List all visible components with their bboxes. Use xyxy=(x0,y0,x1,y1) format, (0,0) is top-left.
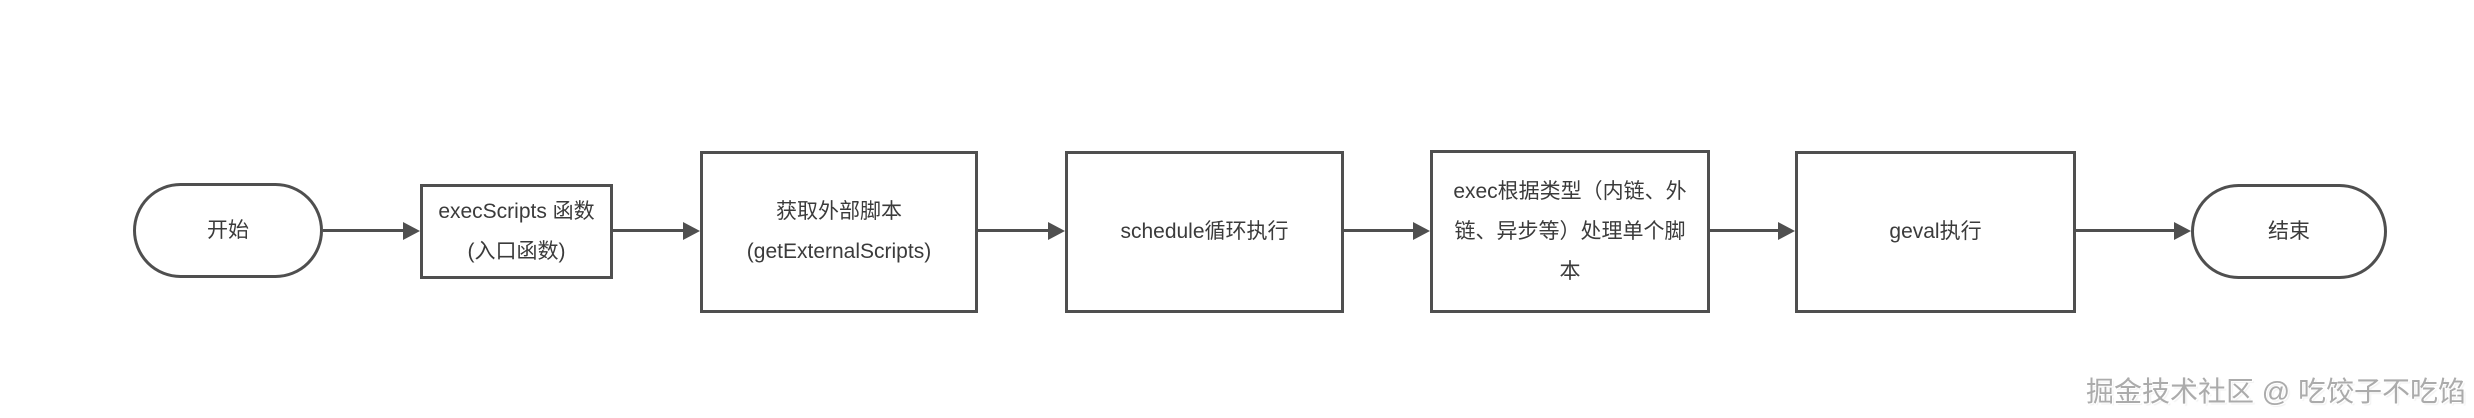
node-exec-label: exec根据类型（内链、外链、异步等）处理单个脚本 xyxy=(1453,179,1687,283)
node-start-label: 开始 xyxy=(207,218,249,242)
arrow-line xyxy=(1710,229,1780,232)
arrow-line xyxy=(2076,229,2176,232)
node-exec: exec根据类型（内链、外链、异步等）处理单个脚本 xyxy=(1430,150,1710,313)
node-start: 开始 xyxy=(133,183,323,278)
node-execscripts: execScripts 函数 (入口函数) xyxy=(420,184,613,279)
arrow-schedule-to-exec xyxy=(1344,222,1430,240)
arrow-head-icon xyxy=(1413,222,1430,240)
node-end: 结束 xyxy=(2191,184,2387,279)
node-geval: geval执行 xyxy=(1795,151,2076,313)
node-getexternalscripts: 获取外部脚本 (getExternalScripts) xyxy=(700,151,978,313)
arrow-head-icon xyxy=(683,222,700,240)
arrow-line xyxy=(613,229,685,232)
node-schedule-label: schedule循环执行 xyxy=(1120,220,1289,243)
arrow-head-icon xyxy=(1048,222,1065,240)
arrow-head-icon xyxy=(1778,222,1795,240)
node-geval-label: geval执行 xyxy=(1889,220,1982,243)
node-getexternalscripts-line1: 获取外部脚本 xyxy=(776,200,902,223)
arrow-line xyxy=(323,229,405,232)
arrow-execscripts-to-getexternalscripts xyxy=(613,222,700,240)
arrow-line xyxy=(1344,229,1415,232)
arrow-head-icon xyxy=(403,222,420,240)
arrow-getexternalscripts-to-schedule xyxy=(978,222,1065,240)
node-end-label: 结束 xyxy=(2268,219,2310,243)
arrow-exec-to-geval xyxy=(1710,222,1795,240)
arrow-start-to-execscripts xyxy=(323,222,420,240)
node-execscripts-line1: execScripts 函数 xyxy=(438,199,595,223)
arrow-head-icon xyxy=(2174,222,2191,240)
arrow-line xyxy=(978,229,1050,232)
node-getexternalscripts-line2: (getExternalScripts) xyxy=(746,240,932,263)
node-execscripts-line2: (入口函数) xyxy=(467,239,566,263)
arrow-geval-to-end xyxy=(2076,222,2191,240)
node-execscripts-label: execScripts 函数 (入口函数) xyxy=(438,192,594,272)
node-schedule: schedule循环执行 xyxy=(1065,151,1344,313)
node-getexternalscripts-label: 获取外部脚本 (getExternalScripts) xyxy=(747,192,931,272)
watermark: 掘金技术社区 @ 吃饺子不吃馅 xyxy=(2086,376,2466,407)
